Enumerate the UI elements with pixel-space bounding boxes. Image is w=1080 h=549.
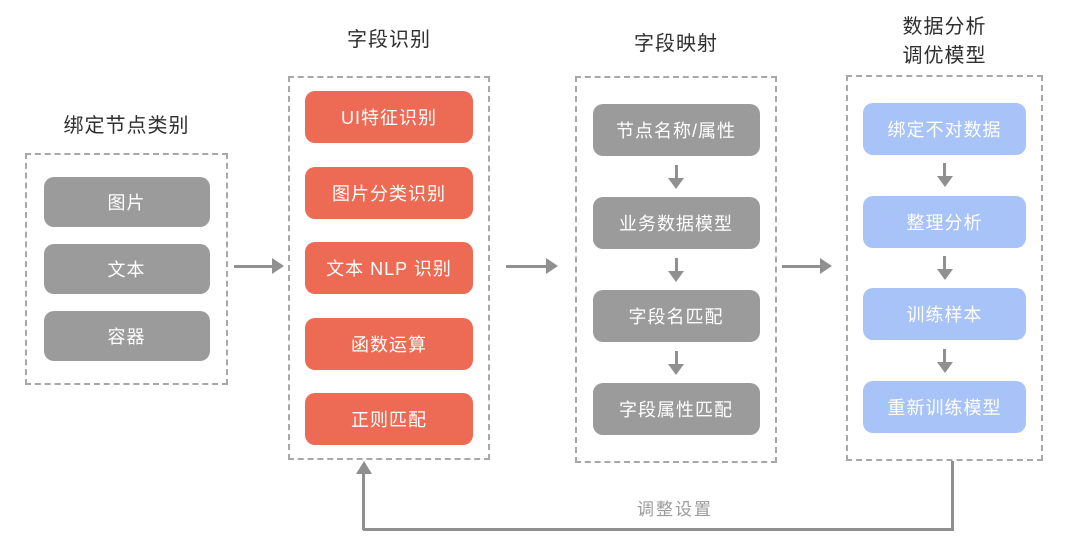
arrow-head (272, 258, 284, 274)
arrow-head (668, 363, 684, 375)
arrow-shaft (943, 255, 946, 271)
field-recognition-item: 图片分类识别 (305, 166, 473, 219)
down-arrow-icon (936, 255, 953, 280)
data-analysis-tuning-item: 绑定不对数据 (863, 103, 1026, 155)
column-group-box: UI特征识别图片分类识别文本 NLP 识别函数运算正则匹配 (288, 76, 490, 460)
column-title-line: 字段映射 (634, 33, 718, 55)
arrow-shaft (506, 264, 548, 268)
arrow-head (936, 268, 953, 280)
data-analysis-tuning-item: 重新训练模型 (863, 380, 1026, 433)
column-title: 字段映射 (575, 30, 777, 59)
arrow-head (820, 258, 832, 274)
arrow-head (668, 270, 684, 282)
column-group-box: 绑定不对数据整理分析训练样本重新训练模型 (846, 75, 1043, 461)
column-title: 数据分析调优模型 (846, 13, 1043, 71)
down-arrow-icon (668, 350, 684, 375)
column-title-line: 字段识别 (347, 29, 431, 51)
column-title-line: 数据分析 (902, 16, 987, 38)
right-arrow-icon (782, 258, 832, 274)
feedback-arrow-segment-up (362, 474, 365, 530)
arrow-shaft (674, 350, 678, 366)
down-arrow-icon (936, 163, 953, 188)
down-arrow-icon (668, 257, 684, 282)
feedback-arrow-segment-down (951, 461, 954, 531)
arrow-shaft (943, 163, 946, 179)
column-title-line: 绑定节点类别 (63, 115, 190, 137)
up-arrow-icon (356, 461, 372, 474)
data-analysis-tuning-item: 训练样本 (863, 288, 1026, 341)
bind-node-category-item: 图片 (43, 177, 210, 227)
right-arrow-icon (506, 258, 558, 274)
column-title: 绑定节点类别 (25, 112, 228, 141)
down-arrow-icon (668, 164, 684, 189)
column-title: 字段识别 (288, 26, 490, 55)
column-group-box: 节点名称/属性业务数据模型字段名匹配字段属性匹配 (575, 76, 777, 463)
arrow-shaft (674, 164, 678, 180)
bind-node-category-item: 文本 (43, 244, 210, 294)
feedback-label: 调整设置 (637, 500, 713, 519)
bind-node-category-item: 容器 (43, 311, 210, 361)
arrow-shaft (782, 264, 822, 268)
arrow-shaft (943, 348, 946, 364)
right-arrow-icon (234, 258, 284, 274)
column-title-line: 调优模型 (902, 45, 987, 67)
arrow-shaft (234, 264, 274, 268)
field-mapping-item: 业务数据模型 (592, 197, 760, 249)
feedback-arrow-segment-horizontal (363, 528, 954, 531)
field-recognition-item: 文本 NLP 识别 (305, 242, 473, 294)
field-recognition-item: 正则匹配 (305, 393, 473, 445)
field-recognition-item: 函数运算 (305, 317, 473, 370)
down-arrow-icon (936, 348, 953, 373)
field-mapping-item: 节点名称/属性 (592, 104, 760, 156)
column-group-box: 图片文本容器 (25, 153, 228, 385)
arrow-head (546, 258, 558, 274)
data-analysis-tuning-item: 整理分析 (863, 195, 1026, 248)
arrow-head (936, 176, 953, 188)
arrow-shaft (674, 257, 678, 273)
arrow-head (668, 177, 684, 189)
field-mapping-item: 字段名匹配 (592, 290, 760, 342)
field-recognition-item: UI特征识别 (305, 91, 473, 143)
arrow-head (936, 361, 953, 373)
field-mapping-item: 字段属性匹配 (592, 383, 760, 435)
